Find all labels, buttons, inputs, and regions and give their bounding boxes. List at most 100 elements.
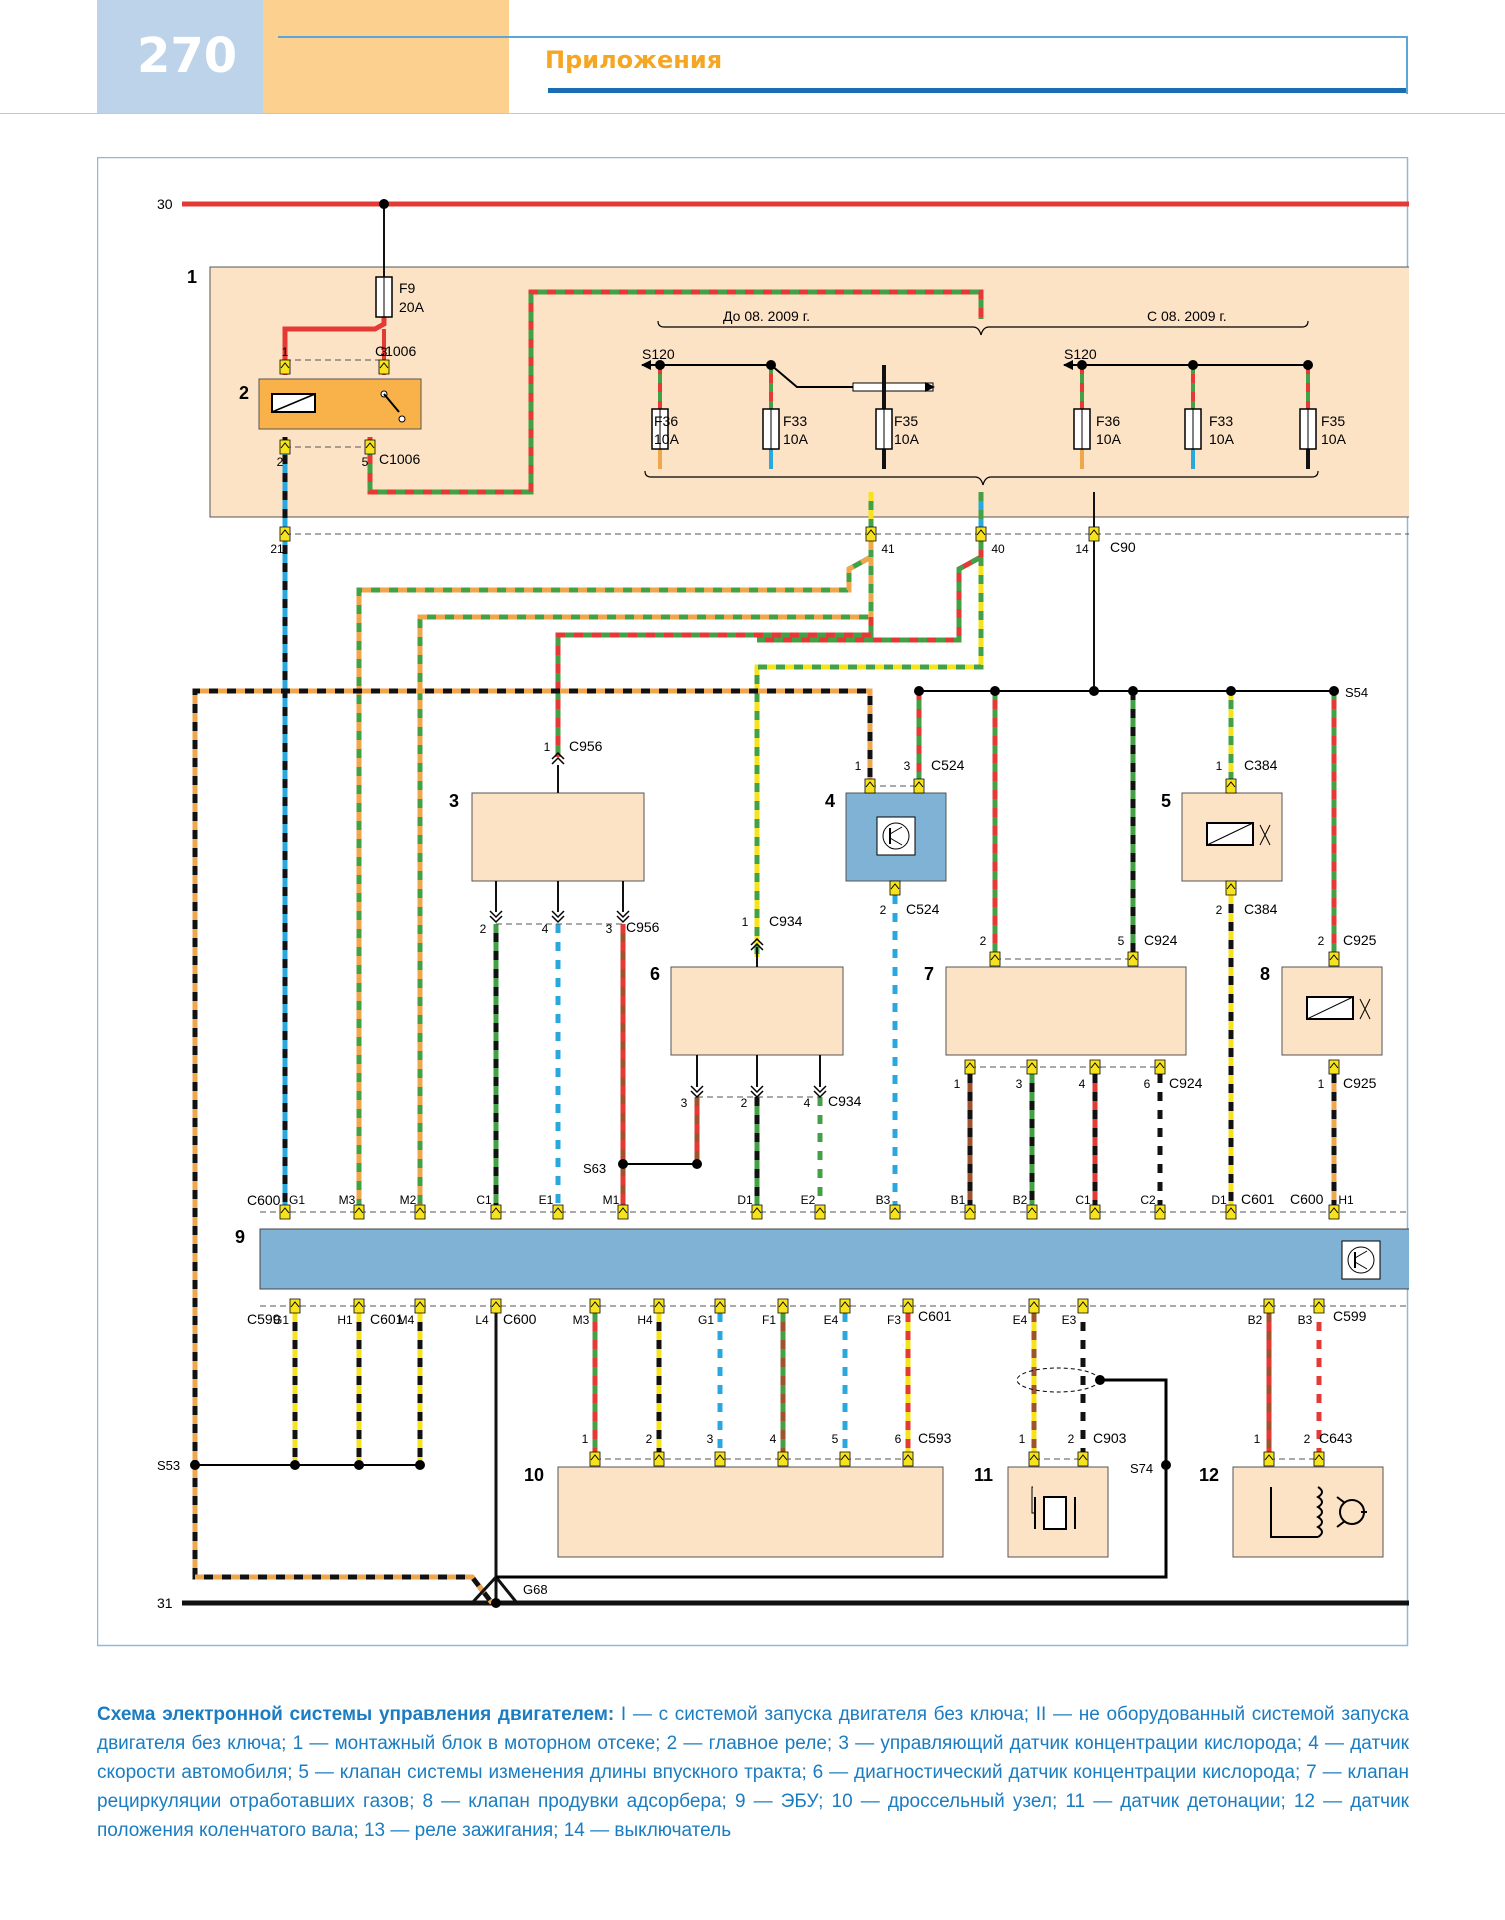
- terminal: [414, 1298, 426, 1314]
- junctions: [190, 199, 1339, 1608]
- figure-caption: Схема электронной системы управления дви…: [97, 1700, 1409, 1845]
- terminal-arrow: [1226, 883, 1236, 890]
- terminal: [751, 1204, 763, 1220]
- plug: [551, 910, 565, 919]
- bus: [852, 382, 934, 392]
- wire: [494, 1576, 519, 1604]
- terminal-arrow: [1027, 1207, 1037, 1214]
- plug: [750, 937, 764, 946]
- terminal: [279, 439, 291, 455]
- terminal: [653, 1451, 665, 1467]
- pin-label: 4: [804, 1096, 811, 1110]
- terminal-arrow: [840, 1301, 850, 1308]
- component-number: 3: [449, 791, 459, 811]
- terminal-arrow: [1314, 1301, 1324, 1308]
- page-number: 270: [137, 28, 238, 84]
- component-number: 6: [650, 964, 660, 984]
- terminal-arrow: [590, 1301, 600, 1308]
- terminal-arrow: [1029, 1454, 1039, 1461]
- terminal: [902, 1298, 914, 1314]
- connector-label: C601: [1241, 1191, 1275, 1207]
- terminal-arrow: [914, 781, 924, 788]
- terminal-arrow: [1226, 1207, 1236, 1214]
- pin-label: 2: [1068, 1432, 1075, 1446]
- solenoid-symbol: [1206, 822, 1271, 846]
- component-number: 2: [239, 383, 249, 403]
- pin-label: 2: [741, 1096, 748, 1110]
- terminal-arrow: [354, 1301, 364, 1308]
- plug: [551, 756, 565, 765]
- plug: [690, 1085, 704, 1094]
- pin-label: 2: [1216, 903, 1223, 917]
- plug: [616, 915, 630, 924]
- terminal-arrow: [976, 529, 986, 536]
- oxygen-sensor-6: [670, 966, 844, 1056]
- component-number: 9: [235, 1227, 245, 1247]
- terminal-arrow: [965, 1207, 975, 1214]
- connector-label: C925: [1343, 932, 1377, 948]
- terminal: [889, 1204, 901, 1220]
- terminal: [1225, 1204, 1237, 1220]
- terminal: [975, 526, 987, 542]
- wiring-diagram: 30 31 G68 1 2 3 4 5 6 7 8 9 10 11 12 F9 …: [97, 157, 1409, 1647]
- arrow: [925, 382, 935, 392]
- pin-label: B2: [1013, 1193, 1028, 1207]
- connector-label: C903: [1093, 1430, 1127, 1446]
- terminal: [589, 1298, 601, 1314]
- plug: [551, 751, 565, 760]
- pin-label: 5: [362, 455, 369, 469]
- junction-dot: [618, 1159, 628, 1169]
- junction-dot: [990, 686, 1000, 696]
- pin-label: H1: [337, 1313, 353, 1327]
- terminal-arrow: [1090, 1062, 1100, 1069]
- terminal: [552, 1204, 564, 1220]
- terminal-arrow: [491, 1301, 501, 1308]
- terminal: [1088, 526, 1100, 542]
- terminal: [1313, 1451, 1325, 1467]
- terminal: [378, 359, 390, 375]
- terminal: [1026, 1204, 1038, 1220]
- junction-dot: [692, 1159, 702, 1169]
- junction-dot: [1077, 360, 1087, 370]
- connector-label: C524: [931, 757, 965, 773]
- pin-label: G1: [289, 1193, 305, 1207]
- component-number: 12: [1199, 1465, 1219, 1485]
- junction-dot: [415, 1460, 425, 1470]
- junction-dot: [1188, 360, 1198, 370]
- connector-label: C924: [1169, 1075, 1203, 1091]
- terminal: [714, 1451, 726, 1467]
- pin-label: 1: [954, 1077, 961, 1091]
- splice-label: S120: [1064, 346, 1097, 362]
- fuse-rating: 10A: [783, 431, 809, 447]
- pin-label: C1: [476, 1193, 492, 1207]
- pin-label: 1: [282, 345, 289, 359]
- terminal-arrow: [815, 1207, 825, 1214]
- plug: [690, 1090, 704, 1099]
- note-after: С 08. 2009 г.: [1147, 308, 1227, 324]
- plug: [750, 942, 764, 951]
- terminal: [279, 526, 291, 542]
- fuse-rating: 10A: [654, 431, 680, 447]
- fuse-rating: 20A: [399, 299, 425, 315]
- wires: [182, 201, 1409, 1606]
- terminal: [714, 1298, 726, 1314]
- splice-label: S74: [1130, 1461, 1153, 1476]
- terminal-arrow: [1089, 529, 1099, 536]
- component-number: 7: [924, 964, 934, 984]
- pin-label: 1: [1019, 1432, 1026, 1446]
- terminal-arrow: [715, 1301, 725, 1308]
- terminal-arrow: [778, 1454, 788, 1461]
- pin-label: B3: [1298, 1313, 1313, 1327]
- terminal: [1154, 1204, 1166, 1220]
- pin-label: E3: [1062, 1313, 1077, 1327]
- pin-label: 1: [742, 915, 749, 929]
- splice-label: S53: [157, 1458, 180, 1473]
- oxygen-sensor-3: [471, 792, 645, 882]
- terminal-arrow: [1027, 1062, 1037, 1069]
- pin-label: 4: [770, 1432, 777, 1446]
- component-number: 5: [1161, 791, 1171, 811]
- fuse-rating: 10A: [1096, 431, 1122, 447]
- pin-label: C1: [1075, 1193, 1091, 1207]
- pin-label: 2: [277, 455, 284, 469]
- pin-label: G1: [273, 1313, 289, 1327]
